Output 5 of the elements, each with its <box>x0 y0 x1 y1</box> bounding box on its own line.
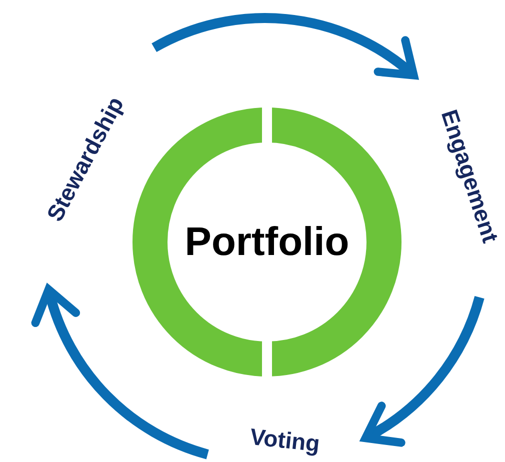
curved-arrow <box>33 285 210 460</box>
curved-arrow <box>152 13 418 80</box>
center-label: Portfolio <box>184 219 350 266</box>
curved-arrow <box>362 296 484 445</box>
stage-label: Voting <box>228 418 342 462</box>
